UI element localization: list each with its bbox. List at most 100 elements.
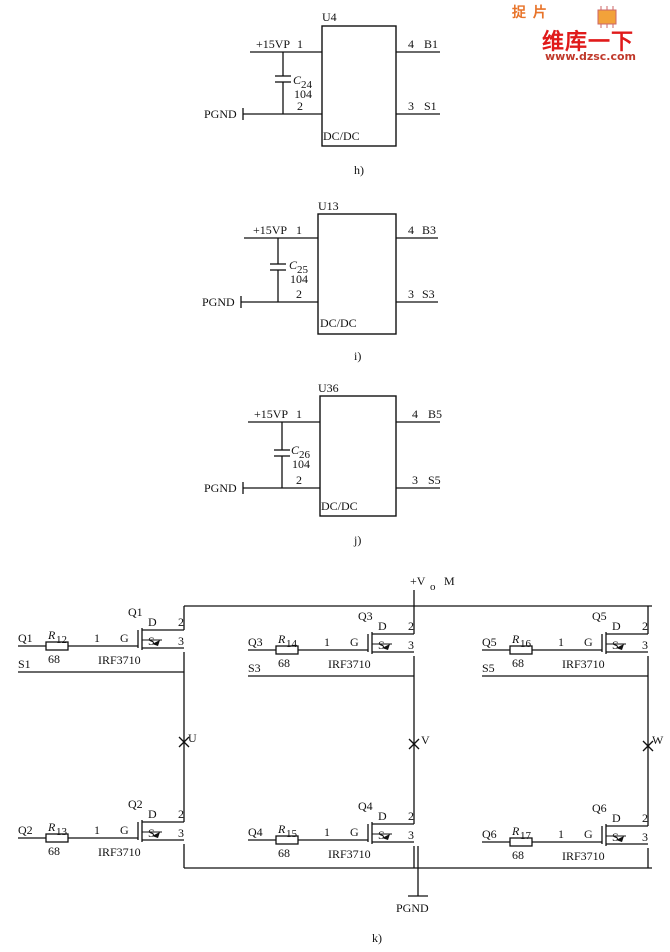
arrow-icon (616, 836, 624, 842)
source-net-label: S5 (482, 661, 495, 675)
chip-label: U4 (322, 10, 337, 24)
mosfet-label: Q5 (592, 609, 607, 623)
watermark-title: 维库一下 (542, 30, 635, 55)
resistor-value: 68 (512, 656, 524, 670)
drain-letter: D (378, 809, 387, 823)
resistor-subscript: 17 (520, 830, 532, 842)
dcdc-module-u4 (321, 25, 397, 147)
pin-number: 3 (408, 638, 414, 652)
source-letter: S (148, 634, 155, 648)
pin-number: 3 (642, 830, 648, 844)
gate-letter: G (350, 825, 359, 839)
panel-k: +V o M PGND k) U V W (184, 574, 664, 945)
arrow-icon (382, 644, 390, 650)
supply-label: +15VP (254, 407, 288, 421)
watermark-url: www.dzsc.com (545, 50, 637, 63)
pin-number: 1 (94, 631, 100, 645)
pin-number: 2 (408, 619, 414, 633)
arrow-icon (152, 832, 160, 838)
pin-number: 4 (408, 223, 414, 237)
drain-letter: D (612, 619, 621, 633)
gate-letter: G (584, 827, 593, 841)
gate-letter: G (120, 823, 129, 837)
capacitor-value: 104 (290, 272, 308, 286)
mosfet-label: Q2 (128, 797, 143, 811)
source-letter: S (378, 638, 385, 652)
dcdc-module-u13 (317, 213, 397, 335)
input-label: Q6 (482, 827, 497, 841)
output-label: B3 (422, 223, 436, 237)
capacitor-value: 104 (294, 87, 312, 101)
pin-number: 1 (297, 37, 303, 51)
gate-letter: G (584, 635, 593, 649)
output-label: S5 (428, 473, 441, 487)
input-label: Q2 (18, 823, 33, 837)
pin-number: 1 (324, 825, 330, 839)
resistor-subscript: 16 (520, 638, 532, 650)
chip-label: U36 (318, 381, 339, 395)
phase-output-marker (642, 740, 654, 752)
pin-number: 2 (178, 615, 184, 629)
pin-number: 1 (558, 827, 564, 841)
resistor-name: R (47, 820, 56, 834)
resistor-name: R (277, 822, 286, 836)
chip-type: DC/DC (320, 316, 357, 330)
capacitor-subscript: 26 (299, 449, 311, 461)
resistor-subscript: 13 (56, 826, 68, 838)
capacitor-subscript: 24 (301, 79, 313, 91)
drain-letter: D (148, 807, 157, 821)
chip-type: DC/DC (323, 129, 360, 143)
capacitor-name: C (289, 258, 298, 272)
ground-label: PGND (396, 901, 429, 915)
phase-label: W (652, 733, 664, 747)
panel-caption: h) (354, 163, 364, 177)
panel-h: U4 DC/DC +15VP 1 PGND 2 C 24 104 4 B1 3 … (204, 10, 440, 177)
resistor-subscript: 15 (286, 828, 298, 840)
panel-j: U36 DC/DC +15VP 1 PGND 2 C 26 104 4 B5 3… (204, 381, 442, 547)
part-number: IRF3710 (562, 657, 605, 671)
watermark-logo: 捉 片 维库一下 www.dzsc.com (512, 2, 668, 68)
resistor-name: R (277, 632, 286, 646)
watermark-brand-text: 捉 片 (512, 5, 548, 21)
part-number: IRF3710 (328, 657, 371, 671)
pin-number: 2 (642, 619, 648, 633)
pin-number: 3 (178, 634, 184, 648)
pin-number: 2 (296, 287, 302, 301)
pin-number: 3 (642, 638, 648, 652)
source-letter: S (148, 826, 155, 840)
chip-type: DC/DC (321, 499, 358, 513)
part-number: IRF3710 (98, 653, 141, 667)
pin-number: 2 (178, 807, 184, 821)
phase-label: U (188, 731, 197, 745)
input-label: Q5 (482, 635, 497, 649)
ground-label: PGND (202, 295, 235, 309)
drain-letter: D (378, 619, 387, 633)
resistor-name: R (511, 824, 520, 838)
arrow-icon (382, 834, 390, 840)
input-label: Q1 (18, 631, 33, 645)
phase-label: V (421, 733, 430, 747)
output-label: B5 (428, 407, 442, 421)
source-letter: S (612, 638, 619, 652)
source-letter: S (612, 830, 619, 844)
input-label: Q4 (248, 825, 263, 839)
resistor-name: R (511, 632, 520, 646)
drain-letter: D (612, 811, 621, 825)
part-number: IRF3710 (98, 845, 141, 859)
pin-number: 2 (296, 473, 302, 487)
resistor-value: 68 (278, 656, 290, 670)
supply-label: +15VP (253, 223, 287, 237)
output-label: B1 (424, 37, 438, 51)
supply-label: +V (410, 574, 426, 588)
resistor-subscript: 14 (286, 638, 298, 650)
capacitor-name: C (293, 73, 302, 87)
pin-number: 2 (297, 99, 303, 113)
arrow-icon (152, 640, 160, 646)
resistor-value: 68 (512, 848, 524, 862)
source-net-label: S1 (18, 657, 31, 671)
chip-icon (597, 6, 617, 28)
supply-subscript: o (430, 581, 436, 593)
ground-label: PGND (204, 107, 237, 121)
